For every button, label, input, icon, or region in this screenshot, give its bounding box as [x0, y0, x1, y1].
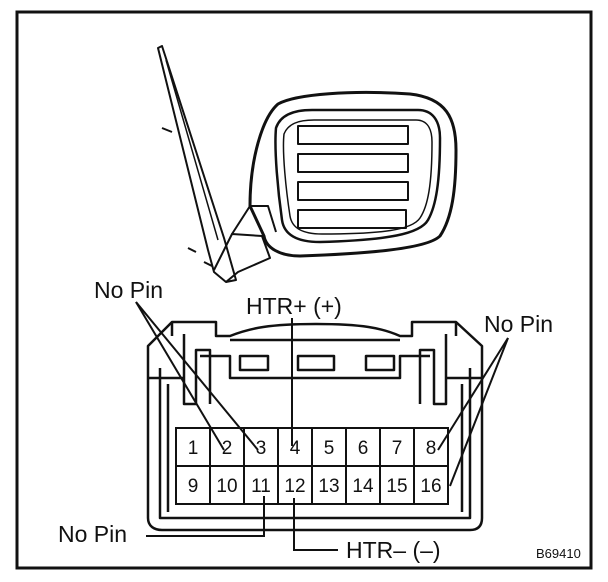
- figure-code: B69410: [536, 546, 581, 561]
- label-no-pin-upper-left: No Pin: [94, 277, 163, 303]
- pin-grid-dividers: [209, 428, 415, 504]
- pin-number-16: 16: [420, 476, 441, 497]
- leader-htr-minus-to-pin-12: [293, 498, 338, 551]
- pin-number-10: 10: [216, 476, 237, 497]
- label-no-pin-bottom-left: No Pin: [58, 521, 127, 547]
- pin-number-1: 1: [188, 438, 199, 459]
- connector-body: [146, 320, 484, 532]
- pin-number-14: 14: [352, 476, 374, 497]
- pin-number-15: 15: [386, 476, 407, 497]
- pin-number-7: 7: [392, 438, 403, 459]
- mirror-glass: [274, 108, 442, 244]
- mirror-base: [213, 233, 271, 283]
- leader-no-pin-to-pin-8: [437, 337, 509, 451]
- door-mirror-illustration: [157, 45, 458, 283]
- label-htr-minus: HTR– (–): [346, 537, 441, 563]
- pin-number-2: 2: [222, 438, 233, 459]
- door-frame-edge: [157, 45, 237, 283]
- callout-leaders: [135, 301, 509, 551]
- pin-number-11: 11: [251, 476, 271, 497]
- leader-no-pin-to-pin-2: [135, 301, 225, 451]
- label-htr-plus: HTR+ (+): [246, 293, 342, 319]
- leader-no-pin-to-pin-3: [135, 301, 259, 451]
- mirror-housing: [248, 90, 458, 258]
- heater-grid-lines: [297, 125, 409, 229]
- leader-no-pin-to-pin-11: [146, 496, 265, 537]
- figure-frame: [15, 10, 593, 570]
- pin-number-8: 8: [426, 438, 437, 459]
- pin-number-3: 3: [256, 438, 267, 459]
- pin-number-9: 9: [188, 476, 199, 497]
- pin-number-6: 6: [358, 438, 369, 459]
- pin-number-13: 13: [318, 476, 339, 497]
- leader-no-pin-to-pin-16: [449, 337, 509, 487]
- pin-number-4: 4: [290, 438, 301, 459]
- label-no-pin-right: No Pin: [484, 311, 553, 337]
- pin-number-5: 5: [324, 438, 335, 459]
- pin-number-12: 12: [284, 476, 305, 497]
